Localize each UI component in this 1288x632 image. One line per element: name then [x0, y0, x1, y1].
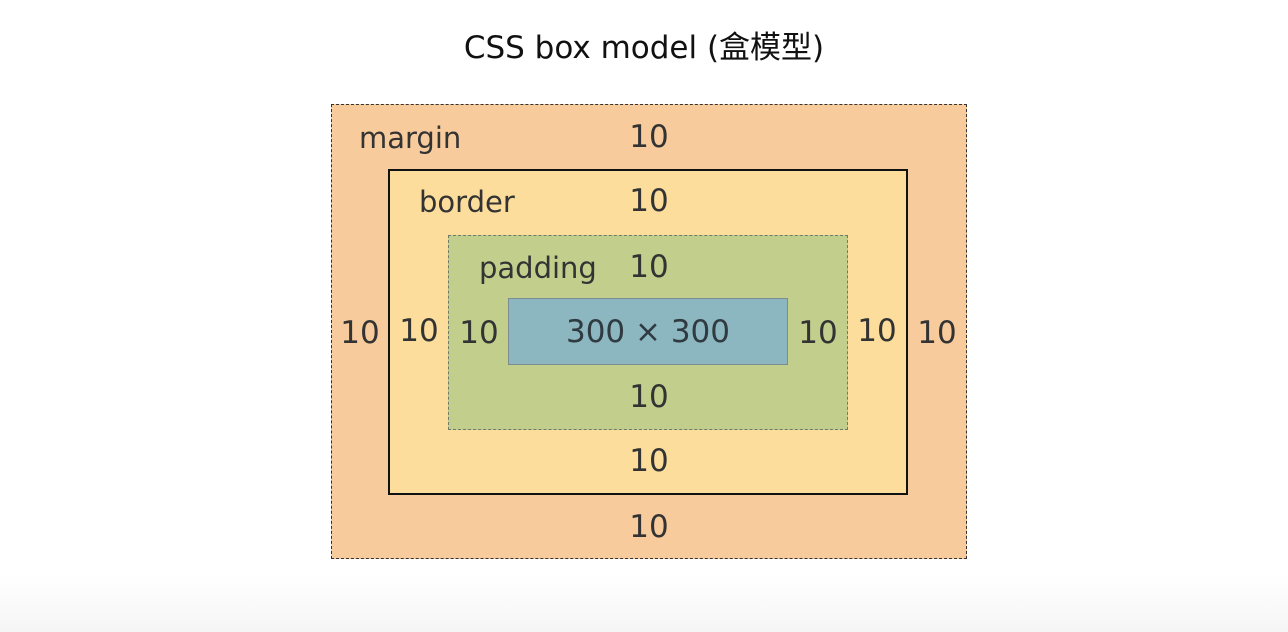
border-right-value: 10 [857, 313, 897, 349]
border-top-value: 10 [629, 183, 669, 219]
border-left-value: 10 [399, 313, 439, 349]
content-box: 300 × 300 [508, 298, 788, 365]
padding-bottom-value: 10 [629, 379, 669, 415]
padding-top-value: 10 [629, 249, 669, 285]
border-label: border [419, 185, 515, 219]
margin-label: margin [359, 121, 462, 155]
diagram-title: CSS box model (盒模型) [463, 30, 825, 66]
padding-label: padding [479, 251, 597, 285]
border-bottom-value: 10 [629, 443, 669, 479]
margin-left-value: 10 [340, 315, 380, 351]
content-size-label: 300 × 300 [565, 313, 731, 350]
margin-top-value: 10 [629, 119, 669, 155]
padding-right-value: 10 [798, 315, 838, 351]
margin-bottom-value: 10 [629, 509, 669, 545]
padding-left-value: 10 [459, 315, 499, 351]
margin-right-value: 10 [917, 315, 957, 351]
